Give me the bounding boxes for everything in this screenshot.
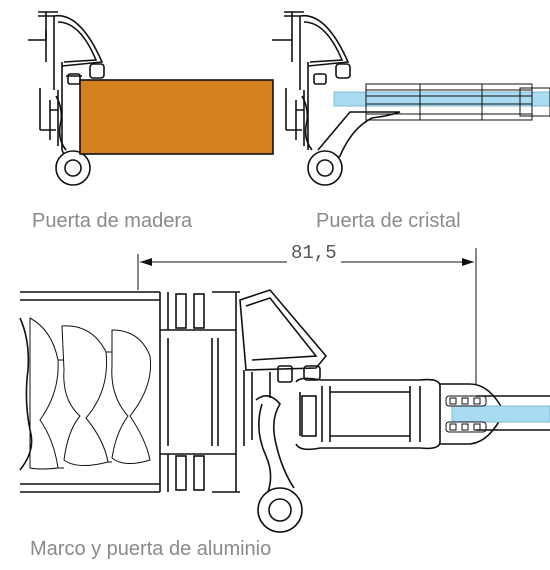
caption-aluminum-frame-door: Marco y puerta de aluminio <box>30 538 272 560</box>
glass-pane-bottom <box>451 405 550 423</box>
dimension-label: 81,5 <box>287 242 341 264</box>
caption-wood-door: Puerta de madera <box>32 210 193 232</box>
insulation-lobes <box>29 317 152 470</box>
dimension-line <box>137 248 477 384</box>
aluminum-section <box>19 289 550 533</box>
caption-glass-door: Puerta de cristal <box>316 210 461 232</box>
glass-door-section <box>272 11 550 186</box>
wood-door-section <box>28 11 274 186</box>
glass-gasket <box>445 395 487 433</box>
wood-door-panel <box>79 79 274 155</box>
